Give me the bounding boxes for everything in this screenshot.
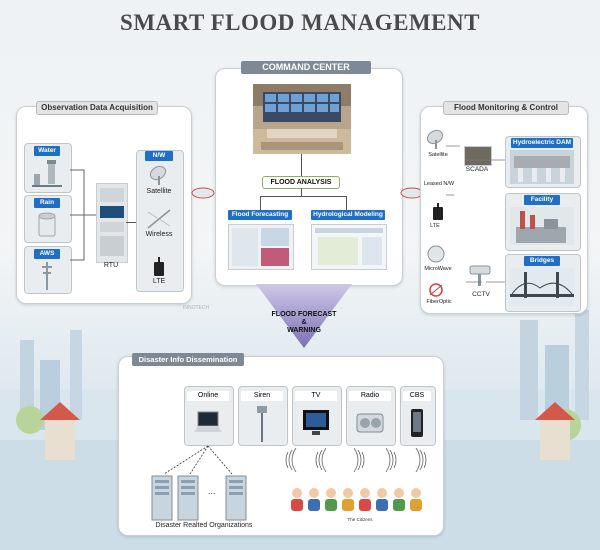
- flood-forecasting-tag: Flood Forecasting: [228, 210, 292, 220]
- cc-branch-mid: [301, 188, 302, 196]
- fiber-optic-icon: [429, 283, 443, 297]
- sensor-rain-label: Rain: [34, 198, 60, 208]
- forecast-line3: WARNING: [287, 327, 321, 334]
- water-sensor-icon: [32, 160, 62, 187]
- siren-tower-icon: [257, 406, 267, 442]
- tv-icon: [303, 410, 329, 435]
- org-servers-icon: [151, 475, 247, 521]
- citizen-person-icon: [359, 488, 371, 511]
- facility-facility-label: Facility: [524, 195, 560, 205]
- sensor-aws-label: AWS: [34, 249, 60, 259]
- rain-gauge-icon: [38, 212, 56, 237]
- satellite-dish-icon: [149, 165, 167, 185]
- comm-leased-label: Leased N/W: [423, 181, 455, 187]
- citizen-person-icon: [325, 488, 337, 511]
- hydrological-modeling-tag: Hydrological Modeling: [311, 210, 385, 220]
- laptop-icon: [194, 411, 222, 432]
- link-lte-label: LTE: [152, 278, 166, 285]
- orgs-label: Disaster Realted Organizations: [155, 522, 253, 529]
- comm-satellite-label: Satellite: [428, 152, 448, 158]
- comm-microwave-label: MicroWave: [424, 266, 452, 272]
- microwave-dish-icon: [427, 245, 445, 263]
- forecast-arrow: [256, 284, 352, 348]
- dam-image: [510, 150, 574, 184]
- cc-branch: [260, 196, 346, 197]
- cc-connector: [301, 154, 302, 176]
- channel-radio-label: Radio: [349, 391, 391, 401]
- channel-tv-label: TV: [295, 391, 337, 401]
- watermark: INNOTECH: [183, 305, 210, 311]
- wireless-antenna-icon: [147, 209, 171, 229]
- link-satellite-label: Satellite: [146, 188, 172, 195]
- facility-dam-label: Hydroelectric DAM: [511, 138, 573, 148]
- rtu-nw-line: [126, 222, 136, 223]
- command-center-header: COMMAND CENTER: [241, 61, 371, 74]
- sensor-water-label: Water: [34, 146, 60, 156]
- facility-bridges-label: Bridges: [524, 256, 560, 266]
- aws-mast-icon: [42, 262, 52, 290]
- monitor-lte-icon: [433, 203, 443, 220]
- hydro-screenshot: [311, 224, 387, 270]
- citizen-person-icon: [308, 488, 320, 511]
- org-links: [163, 445, 233, 475]
- cctv-camera-icon: [469, 265, 491, 286]
- nw-label: N/W: [145, 151, 173, 161]
- forecast-line1: FLOOD FORECAST: [271, 311, 337, 318]
- broadcast-waves: [285, 447, 427, 473]
- comm-fiberoptic-label: FiberOptic: [426, 299, 452, 305]
- citizens-label: The Citizens: [347, 517, 373, 522]
- citizens-row: [290, 487, 426, 515]
- facility-image: [510, 207, 574, 245]
- control-room-image: [253, 84, 351, 154]
- mobile-phone-icon: [411, 409, 423, 437]
- citizen-person-icon: [291, 488, 303, 511]
- bridge-image: [510, 268, 574, 306]
- forecasting-screenshot: [228, 224, 294, 270]
- link-wireless-label: Wireless: [145, 231, 173, 238]
- citizen-person-icon: [393, 488, 405, 511]
- org-dots: ...: [208, 486, 216, 496]
- channel-cbs-label: CBS: [403, 391, 431, 401]
- scada-label: SCADA: [465, 166, 489, 173]
- radio-icon: [356, 413, 384, 433]
- monitor-satellite-icon: [426, 129, 444, 149]
- lte-modem-icon: [154, 257, 164, 276]
- sensor-rtu-lines: [70, 169, 96, 261]
- forecast-text: FLOOD FORECAST & WARNING: [246, 311, 362, 335]
- monitoring-header: Flood Monitoring & Control: [443, 101, 569, 115]
- dissemination-header: Disaster Info Dissemination: [132, 353, 244, 366]
- comm-lte-label: LTE: [430, 223, 440, 229]
- forecast-line2: &: [301, 319, 307, 326]
- channel-online-label: Online: [187, 391, 229, 401]
- citizen-person-icon: [376, 488, 388, 511]
- observation-header: Observation Data Acquisition: [36, 101, 158, 115]
- page-title: SMART FLOOD MANAGEMENT: [120, 10, 480, 35]
- left-cloud-connector: [191, 187, 215, 199]
- cc-branch-right: [346, 196, 347, 210]
- monitoring-links: [446, 145, 505, 283]
- channel-siren-label: Siren: [241, 391, 283, 401]
- rtu-label: RTU: [103, 262, 119, 269]
- cc-branch-left: [260, 196, 261, 210]
- citizen-person-icon: [342, 488, 354, 511]
- rtu-cabinet: [96, 183, 128, 263]
- scada-rack: [464, 146, 492, 166]
- cctv-label: CCTV: [472, 291, 490, 298]
- citizen-person-icon: [410, 488, 422, 511]
